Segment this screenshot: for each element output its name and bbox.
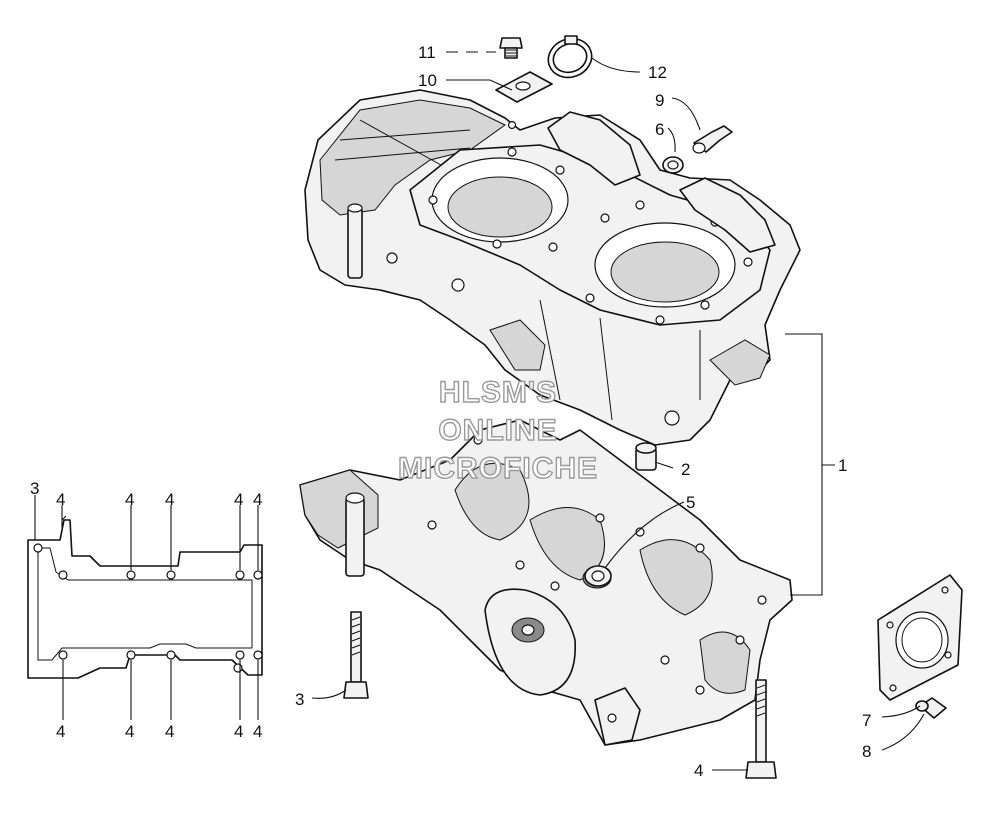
callout-4-inset-top-b: 4: [125, 490, 134, 509]
clamp-12: [547, 35, 593, 79]
callout-4-inset-bot-c: 4: [165, 722, 174, 741]
callout-4-inset-bot-e: 4: [253, 722, 262, 741]
washer-6: [662, 156, 684, 174]
callout-3-inset: 3: [30, 479, 39, 498]
callout-12: 12: [648, 63, 667, 82]
callout-5: 5: [686, 493, 695, 512]
callout-1: 1: [838, 456, 847, 475]
lower-crankcase: [299, 419, 793, 746]
callout-4-bolt: 4: [694, 761, 703, 780]
watermark-line-1: HLSM'S: [439, 376, 557, 409]
callout-7: 7: [862, 711, 871, 730]
callout-4-inset-bot-b: 4: [125, 722, 134, 741]
callout-11: 11: [418, 43, 436, 62]
bolt-4: [745, 679, 777, 779]
fitting-9: [692, 125, 733, 154]
leader-lines: [34, 51, 925, 771]
callout-4-inset-top-d: 4: [234, 490, 243, 509]
bushing-2: [635, 442, 657, 471]
bolt-8: [915, 697, 947, 719]
watermark-line-2: ONLINE: [438, 414, 557, 447]
gasket-10-hole: [515, 81, 531, 91]
bushing-5: [584, 565, 612, 587]
callout-4-inset-top-e: 4: [253, 490, 262, 509]
cover-plate-7: [877, 574, 963, 701]
callout-10: 10: [418, 71, 437, 90]
callout-4-inset-top-a: 4: [56, 490, 65, 509]
callout-4-inset-bot-a: 4: [56, 722, 65, 741]
callout-4-inset-top-c: 4: [165, 490, 174, 509]
bolt-11: [499, 37, 523, 59]
upper-crankcase: [304, 89, 801, 446]
callout-labels: 11 10 12 9 6 2 5 1 3 4 7 8 3 4 4 4 4 4 4…: [30, 43, 871, 780]
watermark-line-3: MICROFICHE: [398, 452, 598, 485]
watermark: HLSM'S ONLINE MICROFICHE: [397, 375, 598, 485]
bolt-3: [343, 611, 369, 699]
callout-4-inset-bot-d: 4: [234, 722, 243, 741]
callout-3-bolt: 3: [295, 690, 304, 709]
bolt-pattern-inset: [27, 519, 263, 679]
callout-8: 8: [862, 742, 871, 761]
callout-6: 6: [655, 120, 664, 139]
callout-2: 2: [681, 460, 690, 479]
callout-9: 9: [655, 91, 664, 110]
